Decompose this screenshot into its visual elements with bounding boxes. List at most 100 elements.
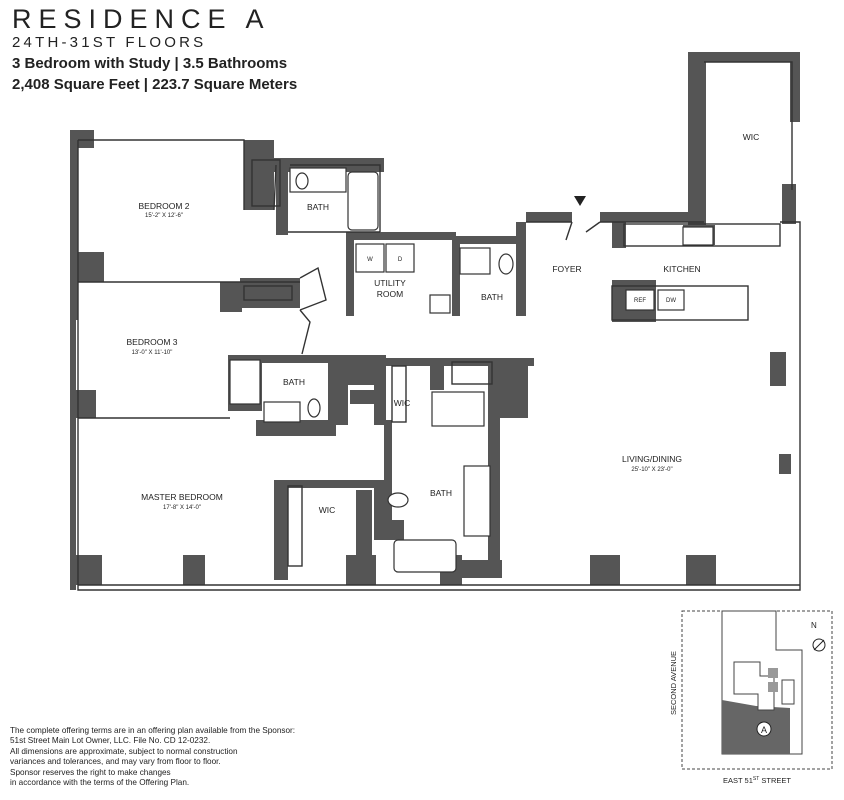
door-swing — [299, 309, 311, 355]
wall — [350, 390, 380, 404]
bedroom2-dims: 15'-2" X 12'-6" — [145, 213, 183, 219]
master-bedroom-dims: 17'-8" X 14'-0" — [163, 505, 201, 511]
disclaimer-line: The complete offering terms are in an of… — [10, 726, 296, 735]
wall — [256, 420, 336, 436]
wall — [374, 355, 386, 425]
washer-label: W — [367, 257, 373, 263]
wall — [452, 236, 460, 316]
bath-label: BATH — [283, 377, 305, 387]
wall — [516, 222, 526, 316]
closet-shelf — [451, 361, 493, 385]
wall — [600, 212, 694, 222]
wic-label: WIC — [394, 398, 411, 408]
dryer-label: D — [398, 257, 403, 263]
wall — [374, 520, 404, 540]
closet-shelf — [391, 365, 407, 423]
wall — [688, 52, 706, 244]
ref-label: REF — [634, 298, 646, 304]
key-plan-elevator — [768, 668, 778, 678]
kitchen-counter — [623, 223, 781, 247]
wall — [770, 352, 786, 386]
wall — [346, 232, 354, 316]
wall — [274, 480, 384, 488]
shower — [431, 391, 485, 427]
dryer — [385, 243, 415, 273]
disclaimer-line: variances and tolerances, and may vary f… — [10, 757, 221, 767]
wall — [74, 252, 104, 282]
wall — [240, 278, 300, 308]
bedroom-count-line: 3 Bedroom with Study | 3.5 Bathrooms — [12, 55, 288, 72]
utility-room-label: UTILITY — [374, 278, 406, 288]
ref-box — [625, 289, 655, 311]
area-line: 2,408 Square Feet | 223.7 Square Meters — [12, 76, 298, 93]
wall — [688, 52, 798, 62]
wall — [782, 184, 796, 224]
utility-room-label: ROOM — [377, 289, 403, 299]
vanity — [463, 465, 491, 537]
vanity — [263, 401, 301, 423]
wall — [612, 222, 626, 248]
wall — [276, 165, 288, 235]
wall — [74, 390, 96, 418]
bathtub — [393, 539, 457, 573]
wall — [346, 555, 376, 585]
toilet — [387, 492, 409, 508]
living-dining-dims: 25'-10" X 23'-0" — [631, 467, 672, 473]
east-51st-street-label: EAST 51ST STREET — [723, 776, 791, 785]
bedroom3-dims: 13'-0" X 11'-10" — [132, 350, 173, 356]
toilet — [498, 253, 514, 275]
bath-label: BATH — [430, 488, 452, 498]
disclaimer-line: All dimensions are approximate, subject … — [10, 746, 238, 756]
washer — [355, 243, 385, 273]
cooktop — [682, 226, 714, 246]
unit-marker-circle — [756, 721, 772, 737]
key-plan-core — [733, 661, 775, 711]
sink-cabinet — [429, 294, 451, 314]
wall — [452, 236, 522, 244]
unit-marker-letter: A — [761, 725, 767, 735]
kitchen-island — [611, 285, 749, 321]
wall — [274, 480, 288, 580]
living-dining-name: LIVING/DINING — [622, 454, 682, 464]
foyer-label: FOYER — [552, 264, 581, 274]
wic-label: WIC — [319, 505, 336, 515]
dw-label: DW — [666, 298, 676, 304]
wall — [779, 454, 791, 474]
wall — [384, 420, 392, 480]
door-swing — [299, 266, 327, 311]
wall — [244, 140, 274, 210]
closet-shelf — [243, 285, 293, 301]
wall — [183, 555, 205, 585]
wall — [590, 555, 620, 585]
north-arrow-needle — [813, 639, 825, 651]
outer-wall-line — [77, 61, 801, 591]
wall — [462, 560, 502, 578]
shower — [229, 359, 261, 405]
wall — [790, 52, 800, 122]
master-bedroom-name: MASTER BEDROOM — [141, 492, 223, 502]
dw-box — [657, 289, 685, 311]
wall — [220, 282, 242, 312]
legal-disclaimer: The complete offering terms are in an of… — [10, 726, 350, 788]
second-avenue-label: SECOND AVENUE — [669, 651, 678, 715]
disclaimer-line: 51st Street Main Lot Owner, LLC. File No… — [10, 736, 211, 746]
outer-wall-line — [78, 164, 300, 419]
wall — [258, 355, 348, 363]
floors-label: 24TH-31ST FLOORS — [12, 34, 207, 51]
disclaimer-line: Sponsor reserves the right to make chang… — [10, 767, 171, 777]
north-label: N — [811, 621, 817, 630]
bathtub — [347, 171, 379, 231]
key-plan: A N SECOND AVENUE EAST 51ST STREET — [669, 610, 833, 785]
bath-label: BATH — [481, 292, 503, 302]
toilet — [295, 172, 309, 190]
wall — [488, 358, 500, 578]
door-swing — [565, 221, 601, 241]
kitchen-label: KITCHEN — [663, 264, 700, 274]
wall — [686, 555, 716, 585]
wall — [346, 232, 456, 240]
disclaimer-line: in accordance with the terms of the Offe… — [10, 778, 190, 788]
wall — [374, 480, 392, 520]
residence-title: RESIDENCE A — [12, 4, 271, 34]
key-plan-unit — [722, 700, 790, 754]
